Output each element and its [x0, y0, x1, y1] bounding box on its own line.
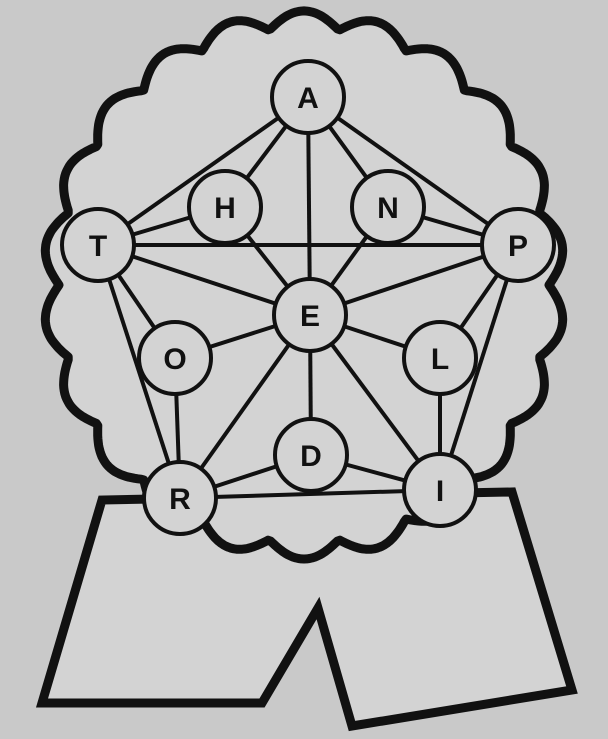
node-l: L [404, 322, 476, 394]
node-letter: P [508, 230, 528, 263]
node-letter: N [377, 192, 399, 225]
node-letter: A [297, 82, 319, 115]
node-d: D [275, 419, 347, 491]
node-n: N [352, 171, 424, 243]
node-letter: I [436, 475, 444, 508]
node-letter: H [214, 192, 236, 225]
node-letter: L [431, 343, 449, 376]
node-a: A [272, 61, 344, 133]
node-letter: T [89, 230, 107, 263]
node-i: I [404, 454, 476, 526]
node-e: E [274, 279, 346, 351]
node-p: P [482, 209, 554, 281]
node-letter: D [300, 440, 322, 473]
node-letter: O [163, 343, 186, 376]
node-o: O [139, 322, 211, 394]
node-r: R [144, 462, 216, 534]
node-h: H [189, 171, 261, 243]
node-letter: E [300, 300, 320, 333]
node-letter: R [169, 483, 191, 516]
node-t: T [62, 209, 134, 281]
